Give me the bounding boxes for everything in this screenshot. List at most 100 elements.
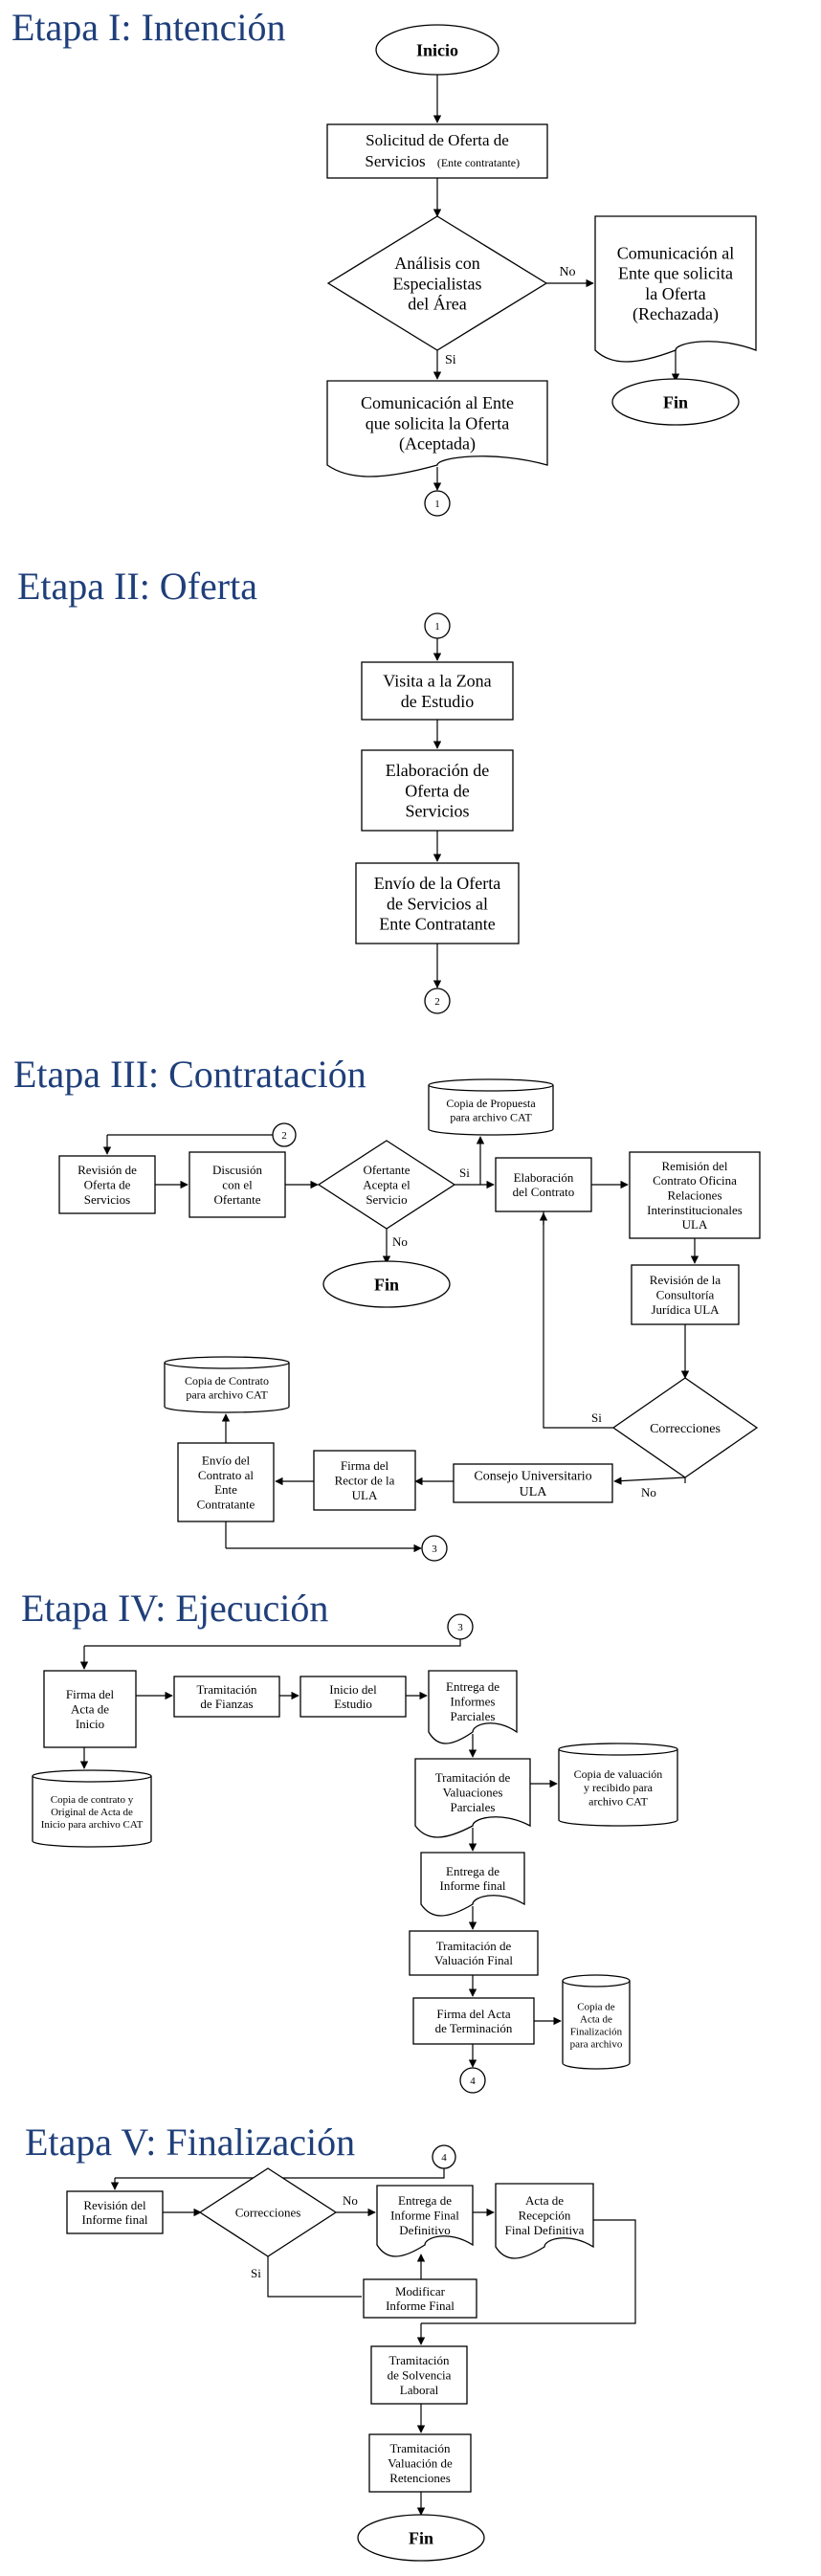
decision-ofertante [317, 1140, 456, 1230]
end-fin-3-label: Fin [409, 2528, 433, 2547]
end-fin-2-label: Fin [374, 1275, 399, 1294]
connector-3-in-label: 3 [457, 1622, 463, 1633]
box-retenciones [368, 2433, 472, 2493]
arrow-correcciones-consejo [613, 1477, 686, 1485]
decision-correcciones-5 [198, 2167, 338, 2257]
connector-2-out [424, 988, 451, 1014]
decision-analisis [326, 215, 548, 351]
box-inicio-estudio [300, 1676, 407, 1718]
decision-correcciones-3 [611, 1377, 759, 1478]
start-inicio-label: Inicio [416, 40, 458, 59]
db-copia-valuacion [558, 1743, 678, 1827]
box-solicitud-oferta-line2-small: (Ente contratante) [437, 156, 520, 169]
doc-entrega-definitivo [376, 2185, 474, 2257]
line-correcciones-modificar [267, 2256, 362, 2298]
stage-2-title: Etapa II: Oferta [17, 565, 257, 608]
box-envio-contrato [177, 1442, 275, 1522]
doc-entrega-parciales [428, 1670, 518, 1744]
line-acta-down [421, 2219, 636, 2324]
db-copia-propuesta-top [428, 1084, 554, 1092]
box-firma-acta-inicio [43, 1670, 137, 1748]
end-fin-3 [357, 2514, 485, 2562]
end-fin-1-label: Fin [663, 392, 688, 411]
doc-aceptada [326, 380, 548, 477]
label-no-1: No [559, 265, 575, 279]
end-fin-1 [611, 378, 740, 426]
box-visita [361, 661, 514, 721]
label-si-5: Si [251, 2266, 261, 2280]
box-firma-terminacion [412, 1997, 535, 2045]
box-solicitud-oferta-line2: Servicios [365, 152, 425, 170]
box-solvencia [370, 2345, 468, 2405]
line-conn4-left [115, 2168, 445, 2179]
doc-acta-recepcion [495, 2183, 594, 2259]
box-valuacion-final [409, 1930, 539, 1976]
stage-3-title: Etapa III: Contratación [13, 1053, 366, 1096]
box-solicitud-oferta-line1: Solicitud de Oferta de [366, 131, 509, 149]
db-copia-contrato-acta-top [32, 1775, 152, 1783]
db-copia-contrato-acta [32, 1769, 152, 1848]
db-copia-contrato-top [164, 1362, 290, 1369]
stage-5-title: Etapa V: Finalización [25, 2121, 355, 2164]
connector-2-in-label: 2 [281, 1130, 287, 1142]
db-copia-contrato [164, 1356, 290, 1413]
doc-entrega-final [420, 1852, 525, 1917]
doc-rechazada [594, 215, 757, 363]
box-modificar [363, 2278, 477, 2319]
db-copia-finalizacion [562, 1974, 631, 2070]
db-copia-propuesta [428, 1078, 554, 1136]
db-copia-valuacion-top [558, 1748, 678, 1756]
connector-3-out [421, 1535, 448, 1562]
connector-1-out-label: 1 [434, 499, 440, 510]
box-consejo [453, 1463, 613, 1503]
connector-4-out [459, 2067, 486, 2094]
label-si-2: Si [459, 1166, 470, 1180]
box-revision-final [66, 2190, 164, 2234]
box-remision-contrato [629, 1151, 761, 1239]
box-envio-oferta [355, 862, 520, 944]
box-firma-rector [313, 1450, 416, 1511]
box-elaboracion-oferta [361, 749, 514, 832]
connector-4-out-label: 4 [470, 2076, 476, 2087]
connector-2-out-label: 2 [434, 996, 440, 1008]
decision-correcciones-3-label: Correcciones [650, 1422, 721, 1436]
db-copia-finalizacion-top [562, 1980, 631, 1988]
line-correcciones-si [543, 1211, 613, 1429]
stage-4-title: Etapa IV: Ejecución [21, 1587, 328, 1630]
connector-4-in [432, 2144, 456, 2169]
label-no-2: No [392, 1234, 408, 1249]
connector-4-in-label: 4 [441, 2152, 447, 2164]
box-fianzas [173, 1676, 280, 1718]
end-fin-2 [322, 1260, 451, 1308]
connector-1-out [424, 490, 451, 517]
stage-1-title: Etapa I: Intención [11, 6, 286, 49]
label-no-5: No [343, 2193, 358, 2208]
box-solicitud-oferta [326, 123, 548, 179]
connector-1-in [424, 612, 451, 639]
